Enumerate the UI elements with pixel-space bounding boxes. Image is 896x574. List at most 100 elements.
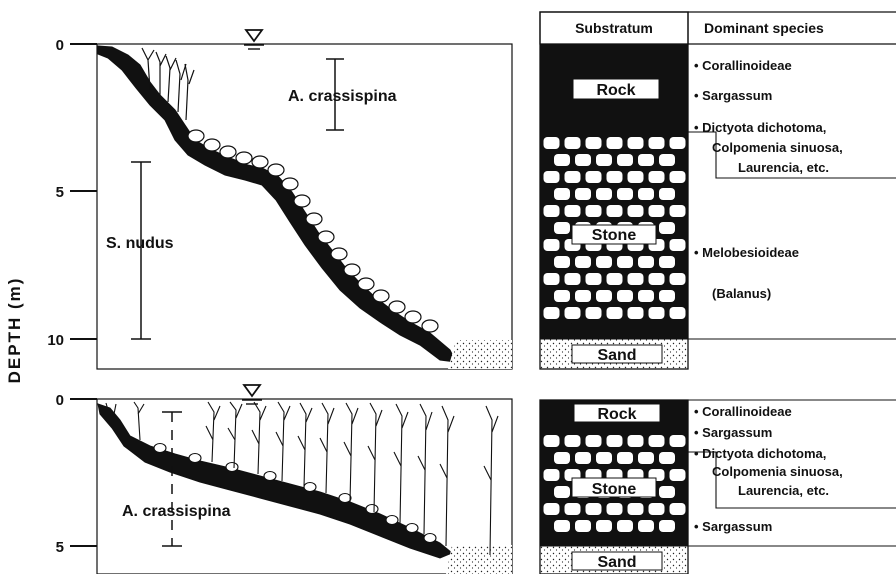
bottom-species-3: • Dictyota dichotoma, — [694, 446, 826, 461]
bottom-tick-label-0: 0 — [56, 392, 64, 409]
stone-cell — [565, 205, 581, 217]
stone-cell — [628, 435, 644, 447]
bottom-species-1: • Corallinoideae — [694, 404, 792, 419]
stone-cell — [554, 188, 570, 200]
stone-cell — [596, 256, 612, 268]
stone-cell — [670, 273, 686, 285]
stone-cell — [628, 205, 644, 217]
stone-cell — [544, 239, 560, 251]
stone-cell — [670, 469, 686, 481]
stone-cell — [586, 503, 602, 515]
top-species-4: • Melobesioideae — [694, 245, 799, 260]
stone-cell — [638, 154, 654, 166]
stone-cell — [659, 188, 675, 200]
stone-cell — [649, 171, 665, 183]
top-species-2: • Sargassum — [694, 88, 772, 103]
stone-cell — [544, 469, 560, 481]
top-species-3c: Laurencia, etc. — [738, 160, 829, 175]
top-profile-panel: 0 5 10 — [47, 30, 512, 369]
top-s-nudus-label: S. nudus — [106, 235, 174, 252]
stone-cell — [544, 171, 560, 183]
top-species-3b: Colpomenia sinuosa, — [712, 140, 843, 155]
stone-cell — [575, 154, 591, 166]
bottom-seaweed-icon — [106, 402, 498, 555]
stone-cell — [607, 171, 623, 183]
stone-cell — [617, 188, 633, 200]
stone-cell — [554, 452, 570, 464]
substratum-header: Substratum — [575, 20, 653, 36]
stone-cell — [565, 273, 581, 285]
bottom-species-3c: Laurencia, etc. — [738, 483, 829, 498]
stone-cell — [586, 137, 602, 149]
dominant-species-header: Dominant species — [704, 20, 824, 36]
stone-cell — [565, 171, 581, 183]
stone-cell — [544, 503, 560, 515]
stone-cell — [544, 205, 560, 217]
top-water-surface-icon — [244, 30, 264, 49]
stone-cell — [575, 452, 591, 464]
stone-cell — [596, 290, 612, 302]
top-species-1: • Corallinoideae — [694, 58, 792, 73]
stone-cell — [617, 452, 633, 464]
stone-cell — [659, 256, 675, 268]
stone-cell — [596, 452, 612, 464]
bottom-species-3b: Colpomenia sinuosa, — [712, 464, 843, 479]
top-species-3: • Dictyota dichotoma, — [694, 120, 826, 135]
stone-cell — [670, 503, 686, 515]
stone-cell — [565, 435, 581, 447]
stone-cell — [659, 290, 675, 302]
bottom-stone-label: Stone — [592, 481, 637, 498]
stone-cell — [670, 435, 686, 447]
stone-cell — [607, 205, 623, 217]
bottom-seabed-profile — [98, 404, 452, 558]
top-tick-label-5: 5 — [56, 184, 64, 201]
stone-cell — [638, 290, 654, 302]
stone-cell — [554, 256, 570, 268]
stone-cell — [659, 486, 675, 498]
bottom-rock-label: Rock — [597, 406, 636, 423]
stone-cell — [565, 137, 581, 149]
stone-cell — [670, 307, 686, 319]
bottom-species-2: • Sargassum — [694, 425, 772, 440]
stone-cell — [670, 171, 686, 183]
bottom-profile-panel: 0 5 — [56, 385, 512, 574]
bottom-sand-bed — [446, 545, 512, 574]
stone-cell — [586, 171, 602, 183]
stone-cell — [586, 435, 602, 447]
stone-cell — [596, 154, 612, 166]
stone-cell — [628, 503, 644, 515]
bottom-a-crassispina-range — [162, 412, 182, 546]
stone-cell — [575, 520, 591, 532]
stone-cell — [649, 137, 665, 149]
top-substratum-table: Substratum Dominant species Rock Stone S… — [540, 12, 896, 369]
stone-cell — [607, 137, 623, 149]
bottom-substratum-table: Rock Stone Sand • Corallinoideae • Sarga… — [540, 400, 896, 574]
top-tick-label-0: 0 — [56, 37, 64, 54]
stone-cell — [586, 307, 602, 319]
stone-cell — [628, 273, 644, 285]
top-sand-bed — [448, 340, 512, 369]
bottom-a-crassispina-label: A. crassispina — [122, 503, 231, 520]
stone-cell — [659, 222, 675, 234]
stone-cell — [617, 520, 633, 532]
stone-cell — [659, 154, 675, 166]
stone-cell — [554, 154, 570, 166]
stone-cell — [617, 154, 633, 166]
stone-cell — [607, 307, 623, 319]
stone-cell — [638, 520, 654, 532]
stone-cell — [544, 273, 560, 285]
stone-cell — [628, 137, 644, 149]
stone-cell — [596, 188, 612, 200]
bottom-tick-label-5: 5 — [56, 539, 64, 556]
stone-cell — [649, 307, 665, 319]
stone-cell — [638, 188, 654, 200]
stone-cell — [607, 273, 623, 285]
top-rock-label: Rock — [596, 82, 635, 99]
top-sand-label: Sand — [597, 347, 636, 364]
stone-cell — [617, 290, 633, 302]
stone-cell — [586, 273, 602, 285]
stone-cell — [596, 520, 612, 532]
stone-cell — [554, 486, 570, 498]
bottom-species-4: • Sargassum — [694, 519, 772, 534]
